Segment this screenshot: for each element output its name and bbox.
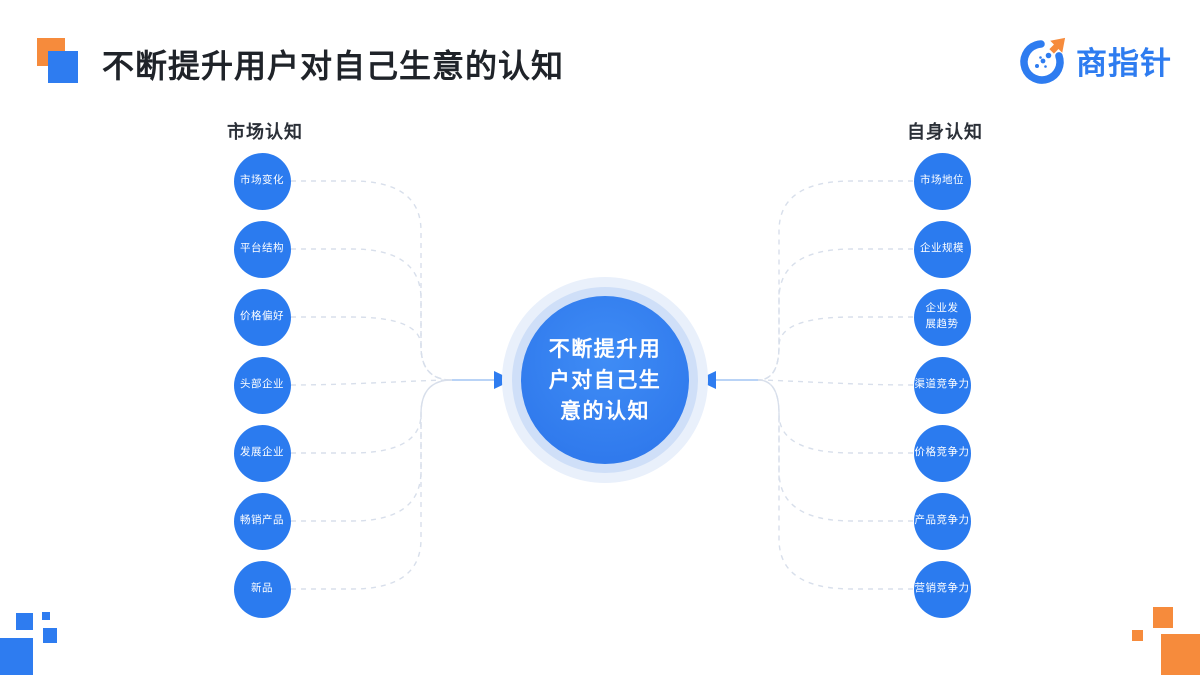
right-node: 企业发 展趋势: [913, 288, 971, 346]
center-topic-line: 不断提升用: [548, 337, 662, 361]
left-connector-line: [290, 379, 453, 386]
bottom-right-deco-square: [1132, 630, 1143, 641]
left-node: 价格偏好: [233, 288, 291, 346]
left-node: 发展企业: [233, 424, 291, 482]
center-topic-line: 意的认知: [560, 399, 650, 423]
logo-text: 商指针: [1076, 45, 1172, 81]
bottom-left-deco-square: [0, 638, 33, 675]
left-connector-line: [291, 180, 453, 381]
left-connector-line: [291, 248, 453, 381]
right-node: 企业规模: [913, 220, 971, 278]
bottom-right-deco-square: [1161, 634, 1200, 675]
right-connector-line: [757, 379, 913, 522]
logo-compass-icon: [1020, 37, 1066, 84]
page-title: 不断提升用户对自己生意的认知: [102, 48, 565, 84]
left-connector-line: [291, 379, 453, 590]
right-node: 价格竞争力: [913, 424, 971, 482]
bottom-left-deco-square: [43, 628, 57, 643]
right-connector-line: [757, 316, 913, 381]
bottom-right-deco-square: [1153, 607, 1173, 628]
right-connector-line: [757, 379, 913, 590]
right-node: 营销竞争力: [913, 560, 971, 618]
left-node: 新品: [233, 560, 291, 618]
right-node: 产品竞争力: [913, 492, 971, 550]
left-node: 平台结构: [233, 220, 291, 278]
bottom-left-deco-square: [42, 612, 50, 620]
right-column-header: 自身认知: [907, 122, 983, 142]
right-node: 市场地位: [913, 152, 971, 210]
right-node: 渠道竞争力: [913, 356, 971, 414]
left-connector-line: [291, 316, 453, 381]
right-connector-line: [757, 379, 913, 454]
left-node: 畅销产品: [233, 492, 291, 550]
left-column-header: 市场认知: [227, 122, 303, 142]
title-deco-blue-square: [48, 51, 78, 83]
left-node: 头部企业: [233, 356, 291, 414]
bottom-left-deco-square: [16, 613, 33, 630]
right-connector-line: [757, 379, 914, 386]
center-topic-node: 不断提升用 户对自己生 意的认知: [521, 296, 689, 464]
right-connector-line: [757, 248, 913, 381]
left-connector-line: [291, 379, 453, 454]
logo: 商指针: [1018, 34, 1172, 86]
left-connector-line: [291, 379, 453, 522]
left-node: 市场变化: [233, 152, 291, 210]
center-topic-line: 户对自己生: [548, 368, 662, 392]
right-connector-line: [757, 180, 913, 381]
